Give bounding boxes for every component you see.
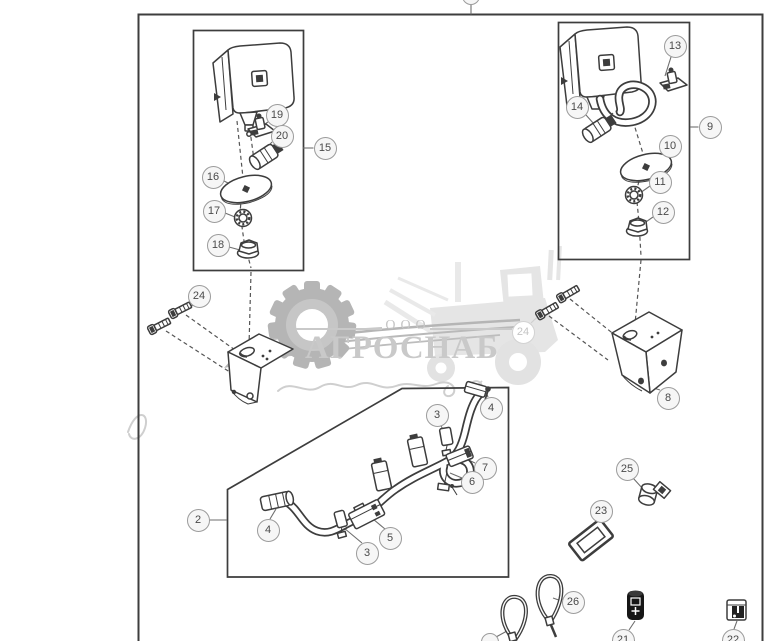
harness-bracket-6-drawing [436, 471, 458, 496]
clamp-25-drawing [637, 480, 672, 506]
harness-flag-connector-drawing [370, 457, 393, 492]
callout-23: 23 [589, 499, 613, 523]
mounting-pad-16-drawing [219, 174, 273, 205]
watermark-company-name: АГРОСНАБ [304, 330, 499, 366]
callout-26: 26 [561, 590, 585, 614]
wiring-harness-drawing [259, 380, 491, 539]
callout-6: 6 [460, 470, 484, 494]
lamp-cable-drawing [595, 80, 657, 127]
flange-nut-18-drawing [236, 239, 260, 259]
callout-24-right: 24 [511, 320, 535, 344]
callout-17: 17 [202, 199, 226, 223]
callout-3-top: 3 [425, 403, 449, 427]
flange-nut-12-drawing [625, 217, 649, 237]
callout-24-left: 24 [187, 284, 211, 308]
work-lamp-drawing-9 [559, 26, 642, 110]
connector-14-drawing [581, 114, 617, 144]
cable-tie-drawing [500, 594, 528, 641]
callout-19: 19 [265, 103, 289, 127]
callout-18: 18 [206, 233, 230, 257]
lock-washer-11-drawing [624, 185, 644, 205]
callout-20: 20 [270, 124, 294, 148]
harness-flag-connector-drawing [406, 433, 429, 468]
harness-box-2 [226, 386, 510, 578]
harness-top-connector-drawing [463, 380, 488, 398]
harness-clamp-3-bottom-drawing [333, 509, 348, 539]
clip-13-drawing [659, 67, 688, 92]
assembly-dashed-lines [165, 107, 646, 377]
main-frame [137, 13, 764, 641]
callout-5: 5 [378, 526, 402, 550]
harness-connector-7-drawing [445, 445, 474, 468]
detail-box-15 [192, 29, 305, 272]
harness-connector-5-drawing [348, 499, 386, 530]
mounting-bracket-8-drawing [611, 311, 683, 394]
callout-14: 14 [565, 95, 589, 119]
callout-8: 8 [656, 386, 680, 410]
detail-box-9 [557, 21, 691, 261]
callout-12: 12 [651, 200, 675, 224]
callout-15: 15 [313, 136, 337, 160]
callout-10: 10 [658, 134, 682, 158]
tractor-watermark [383, 245, 562, 385]
callout-16: 16 [201, 165, 225, 189]
callout-11: 11 [648, 170, 672, 194]
harness-grommet-4-drawing [259, 490, 295, 512]
component-22-drawing [726, 599, 747, 621]
lock-washer-17-drawing [233, 208, 253, 228]
bolt-drawing [534, 302, 560, 321]
watermark-org-form: ООО [385, 318, 431, 333]
callout-13: 13 [663, 34, 687, 58]
callout-9: 9 [698, 115, 722, 139]
callout-4-left: 4 [256, 518, 280, 542]
relay-21-drawing [627, 590, 644, 620]
callout-3-bottom: 3 [355, 541, 379, 565]
cable-tie-drawing [535, 574, 564, 638]
gear-watermark [267, 281, 357, 369]
bolt-drawing [555, 285, 581, 304]
callout-25: 25 [615, 457, 639, 481]
callout-2: 2 [186, 508, 210, 532]
bolt-drawing [146, 317, 172, 336]
work-lamp-drawing-15 [212, 42, 295, 137]
callout-4-top: 4 [479, 396, 503, 420]
pad-frame-23-drawing [568, 518, 614, 562]
mounting-bracket-left-drawing [227, 333, 294, 405]
